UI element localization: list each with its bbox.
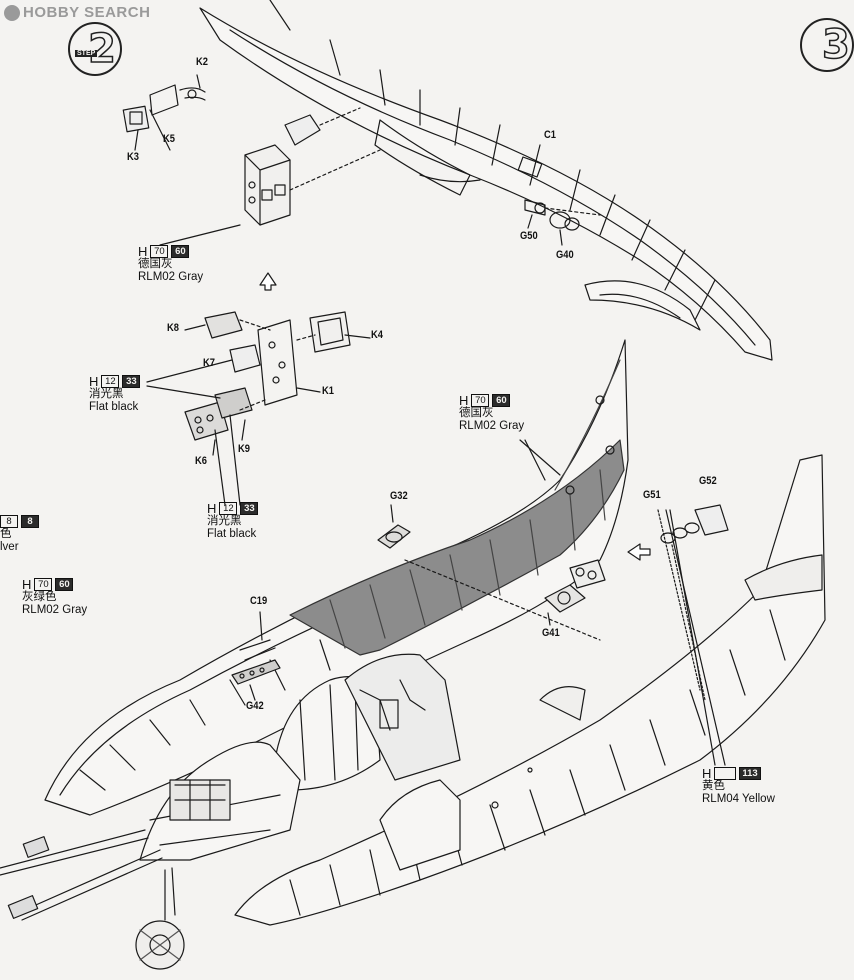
paint-code: 12 <box>101 374 120 388</box>
paint-code: 113 <box>739 766 761 780</box>
part-label-g32: G32 <box>390 490 408 502</box>
paint-name-en: Flat black <box>89 401 139 413</box>
step-word: STEP <box>75 50 98 57</box>
part-label-k5: K5 <box>163 133 175 145</box>
part-label-k4: K4 <box>371 329 383 341</box>
paint-callout-yellow: H 113 黄色 RLM04 Yellow <box>702 766 775 806</box>
cockpit-panel-parts <box>146 311 371 506</box>
part-label-k7: K7 <box>203 357 215 369</box>
paint-code: 60 <box>55 577 74 591</box>
step-number: 3 <box>821 21 850 69</box>
paint-code: 8 <box>21 514 39 528</box>
paint-code: 70 <box>471 393 490 407</box>
paint-name-cn: 消光黑 <box>207 515 242 527</box>
paint-prefix: H <box>702 765 712 781</box>
paint-name-en: RLM04 Yellow <box>702 793 775 805</box>
part-label-c1: C1 <box>544 129 556 141</box>
paint-name-cn: 德国灰 <box>459 407 494 419</box>
part-label-c19: C19 <box>250 595 268 607</box>
part-label-k3: K3 <box>127 151 139 163</box>
paint-code-empty <box>714 766 737 780</box>
paint-callout-rlm02-wing: H 70 60 德国灰 RLM02 Gray <box>459 393 524 433</box>
instrument-box-top <box>159 144 381 246</box>
paint-name-cn: 消光黑 <box>89 388 124 400</box>
small-parts-lower <box>231 439 729 766</box>
paint-prefix: H <box>89 373 99 389</box>
rear-fuselage <box>234 454 826 926</box>
paint-callout-rlm02-top: H 70 60 德国灰 RLM02 Gray <box>138 244 203 284</box>
paint-prefix: H <box>459 392 469 408</box>
paint-callout-flat-black-2: H 12 33 消光黑 Flat black <box>207 500 259 541</box>
watermark-text: HOBBY SEARCH <box>23 4 151 21</box>
part-label-g50: G50 <box>520 230 538 242</box>
part-label-k1: K1 <box>322 385 334 397</box>
paint-name-en: lver <box>0 541 19 553</box>
paint-callout-flat-black-1: H 12 33 消光黑 Flat black <box>89 373 141 414</box>
cockpit-pod <box>274 653 461 791</box>
nose-section <box>0 741 301 970</box>
part-label-g42: G42 <box>246 700 264 712</box>
paint-code: 12 <box>219 501 238 515</box>
paint-callout-silver: 8 8 色 lver <box>0 514 39 554</box>
paint-callout-rlm02-left: H 70 60 灰绿色 RLM02 Gray <box>22 577 87 617</box>
paint-name-en: RLM02 Gray <box>22 604 88 616</box>
hobby-search-logo-icon <box>4 4 20 21</box>
parts-k2-k3-k5 <box>122 74 361 151</box>
left-arrow-icon <box>627 543 651 561</box>
paint-name-cn: 灰绿色 <box>22 591 57 603</box>
watermark: HOBBY SEARCH <box>4 4 150 21</box>
paint-code: 8 <box>0 514 18 528</box>
paint-name-en: Flat black <box>207 528 257 540</box>
paint-code: 70 <box>34 577 53 591</box>
part-label-k9: K9 <box>238 443 250 455</box>
lower-fuselage-half <box>44 339 629 816</box>
paint-name-en: RLM02 Gray <box>138 271 204 283</box>
part-label-g41: G41 <box>542 627 560 639</box>
paint-code: 70 <box>150 244 169 258</box>
upper-fuselage-half <box>199 0 773 361</box>
step-number: 2 <box>87 25 116 73</box>
parts-g50-g40 <box>524 199 601 246</box>
paint-prefix: H <box>138 243 148 259</box>
paint-name-cn: 黄色 <box>702 780 725 792</box>
up-arrow-icon <box>259 272 277 291</box>
paint-code: 33 <box>122 374 141 388</box>
part-label-k2: K2 <box>196 56 208 68</box>
paint-code: 60 <box>171 244 190 258</box>
assembly-illustration <box>0 0 826 970</box>
paint-prefix: H <box>22 576 32 592</box>
paint-prefix: H <box>207 500 217 516</box>
part-label-g40: G40 <box>556 249 574 261</box>
paint-code: 33 <box>240 501 259 515</box>
paint-name-cn: 德国灰 <box>138 258 173 270</box>
part-label-g51: G51 <box>643 489 661 501</box>
step-3-badge: 3 <box>800 18 854 72</box>
part-label-k8: K8 <box>167 322 179 334</box>
step-2-badge: 2 STEP <box>68 22 122 76</box>
paint-name-cn: 色 <box>0 528 12 540</box>
paint-code: 60 <box>492 393 511 407</box>
paint-name-en: RLM02 Gray <box>459 420 525 432</box>
part-label-k6: K6 <box>195 455 207 467</box>
part-label-g52: G52 <box>699 475 717 487</box>
